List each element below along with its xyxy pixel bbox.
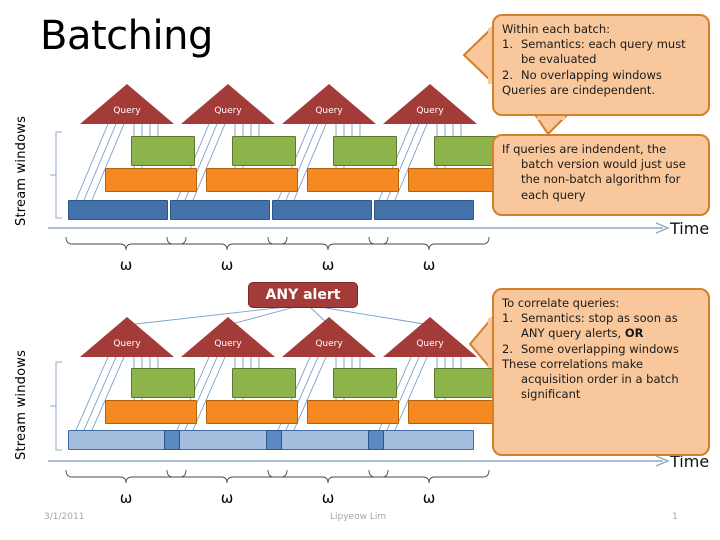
orange-window[interactable] xyxy=(105,400,197,424)
callout-independent-note[interactable]: If queries are indendent, the batch vers… xyxy=(492,134,710,216)
orange-window[interactable] xyxy=(408,400,500,424)
omega-mark: ω xyxy=(422,489,436,507)
list-number: 1. xyxy=(502,311,513,326)
page-title: Batching xyxy=(40,13,213,59)
list-item: 1. Semantics: stop as soon as ANY query … xyxy=(502,311,700,341)
query-triangle[interactable] xyxy=(282,84,376,124)
footer-date: 3/1/2011 xyxy=(44,512,85,522)
top-time-label: Time xyxy=(670,219,710,238)
list-number: 2. xyxy=(502,67,513,82)
top-stream-windows-label: Stream windows xyxy=(14,115,29,226)
green-window[interactable] xyxy=(131,136,195,166)
list-item: 2. Some overlapping windows xyxy=(502,342,700,357)
query-triangle[interactable] xyxy=(181,317,275,357)
list-text-main: Semantics: stop as soon as ANY query ale… xyxy=(521,311,678,341)
list-number: 1. xyxy=(502,37,513,52)
list-text: Semantics: stop as soon as ANY query ale… xyxy=(521,311,700,341)
omega-mark: ω xyxy=(119,489,133,507)
orange-window[interactable] xyxy=(408,168,500,192)
list-item: 2. No overlapping windows xyxy=(502,68,700,83)
callout-list: 1. Semantics: stop as soon as ANY query … xyxy=(502,311,700,357)
query-triangle[interactable] xyxy=(181,84,275,124)
green-window[interactable] xyxy=(434,368,498,398)
list-text: Some overlapping windows xyxy=(521,341,679,356)
list-text: No overlapping windows xyxy=(521,67,662,82)
bottom-time-label: Time xyxy=(670,452,710,471)
omega-mark: ω xyxy=(422,256,436,274)
omega-mark: ω xyxy=(321,256,335,274)
green-window[interactable] xyxy=(333,136,397,166)
omega-mark: ω xyxy=(220,256,234,274)
callout-correlate[interactable]: To correlate queries: 1. Semantics: stop… xyxy=(492,288,710,456)
orange-window[interactable] xyxy=(307,168,399,192)
overlap-segment[interactable] xyxy=(164,430,180,450)
blue-window[interactable] xyxy=(68,200,168,220)
list-item: 1. Semantics: each query must be evaluat… xyxy=(502,37,700,67)
orange-window[interactable] xyxy=(105,168,197,192)
list-number: 2. xyxy=(502,341,513,356)
query-triangle[interactable] xyxy=(383,84,477,124)
omega-mark: ω xyxy=(119,256,133,274)
bottom-stream-windows-label: Stream windows xyxy=(14,349,29,460)
list-text-emphasis: OR xyxy=(624,326,644,341)
callout-text: If queries are indendent, the batch vers… xyxy=(502,142,686,202)
green-window[interactable] xyxy=(131,368,195,398)
callout-batch-rules[interactable]: Within each batch: 1. Semantics: each qu… xyxy=(492,14,710,116)
query-triangle[interactable] xyxy=(80,84,174,124)
callout-heading: Within each batch: xyxy=(502,22,610,36)
green-window[interactable] xyxy=(232,136,296,166)
orange-window[interactable] xyxy=(307,400,399,424)
blue-window[interactable] xyxy=(374,200,474,220)
overlap-segment[interactable] xyxy=(266,430,282,450)
any-alert-box[interactable]: ANY alert xyxy=(248,282,358,308)
blue-window[interactable] xyxy=(170,200,270,220)
footer-author: Lipyeow Lim xyxy=(330,512,387,522)
overlap-segment[interactable] xyxy=(368,430,384,450)
callout-footer: Queries are cindependent. xyxy=(502,82,655,97)
green-window[interactable] xyxy=(333,368,397,398)
callout-footer: These correlations make acquisition orde… xyxy=(502,356,679,402)
callout-heading: To correlate queries: xyxy=(502,296,620,310)
query-triangle[interactable] xyxy=(80,317,174,357)
omega-mark: ω xyxy=(220,489,234,507)
query-triangle[interactable] xyxy=(383,317,477,357)
query-triangle[interactable] xyxy=(282,317,376,357)
omega-mark: ω xyxy=(321,489,335,507)
list-text: Semantics: each query must be evaluated xyxy=(521,37,686,67)
orange-window[interactable] xyxy=(206,168,298,192)
callout-list: 1. Semantics: each query must be evaluat… xyxy=(502,37,700,83)
green-window[interactable] xyxy=(434,136,498,166)
green-window[interactable] xyxy=(232,368,296,398)
orange-window[interactable] xyxy=(206,400,298,424)
footer-page-number: 1 xyxy=(672,512,678,522)
blue-window[interactable] xyxy=(272,200,372,220)
